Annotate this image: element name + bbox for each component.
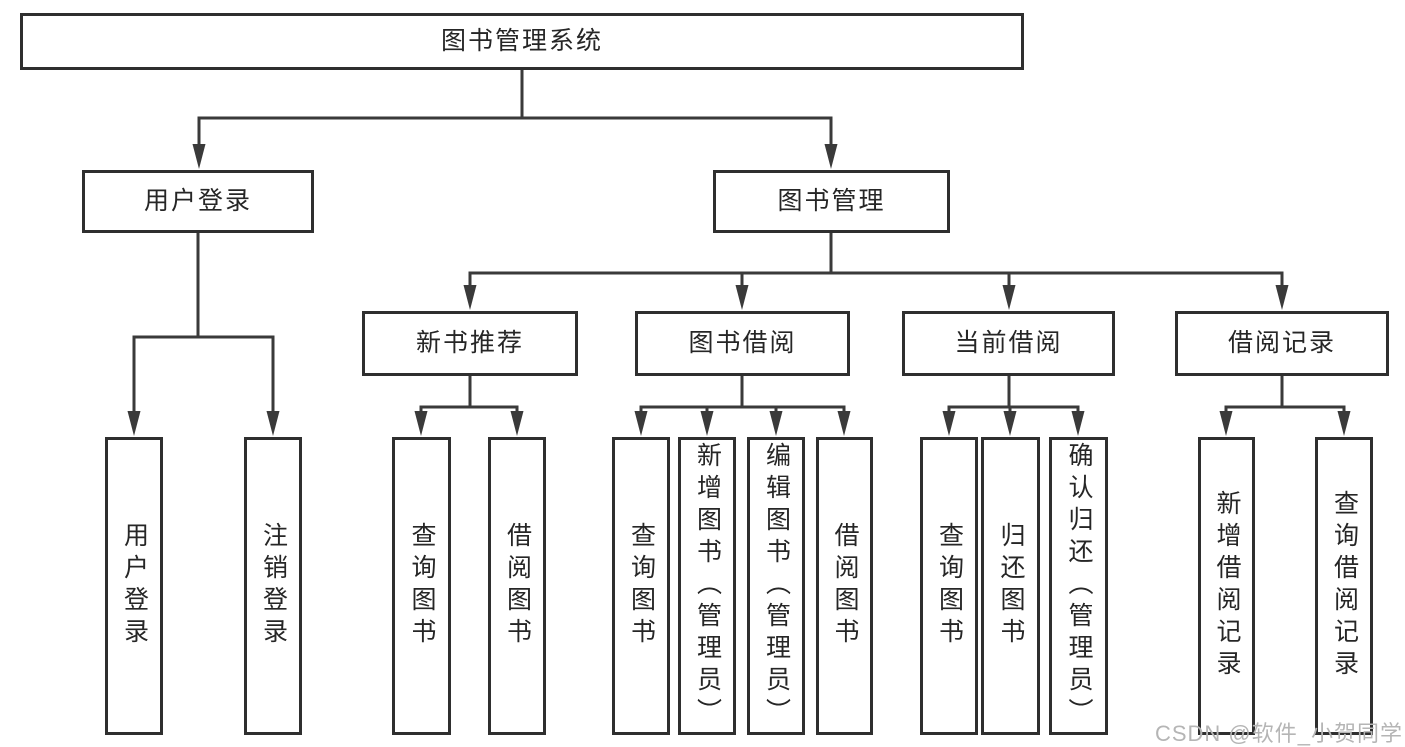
connector-book-borrow-to-leaves [634, 374, 851, 436]
node-user-login: 用户登录 [82, 170, 314, 233]
node-new-book-recommend: 新书推荐 [362, 311, 578, 376]
leaf-records-query-record: 查询借阅记录 [1315, 437, 1373, 735]
leaf-borrow-borrow-books: 借阅图书 [816, 437, 873, 735]
leaf-user-login: 用户登录 [105, 437, 163, 735]
leaf-borrow-query-books: 查询图书 [612, 437, 670, 735]
leaf-borrow-add-books-admin: 新增图书（管理员） [678, 437, 736, 735]
leaf-records-add-record: 新增借阅记录 [1198, 437, 1255, 735]
csdn-watermark: CSDN @软件_小贺同学 [1154, 721, 1403, 746]
connector-root-to-level2 [192, 70, 838, 169]
leaf-recommend-query-books: 查询图书 [392, 437, 451, 735]
leaf-current-confirm-return-admin: 确认归还（管理员） [1049, 437, 1108, 735]
node-book-management: 图书管理 [713, 170, 950, 233]
node-root-library-system: 图书管理系统 [20, 13, 1024, 70]
connector-new-book-recommend-to-leaves [414, 374, 524, 436]
connector-current-borrow-to-leaves [942, 374, 1085, 436]
connector-user-login-to-leaves [127, 231, 280, 436]
leaf-current-query-books: 查询图书 [920, 437, 978, 735]
leaf-current-return-books: 归还图书 [981, 437, 1040, 735]
connector-book-management-to-level3 [463, 231, 1289, 310]
leaf-recommend-borrow-books: 借阅图书 [488, 437, 546, 735]
node-book-borrow: 图书借阅 [635, 311, 850, 376]
connector-borrow-records-to-leaves [1219, 374, 1351, 436]
leaf-logout-login: 注销登录 [244, 437, 302, 735]
leaf-borrow-edit-books-admin: 编辑图书（管理员） [747, 437, 805, 735]
node-current-borrow: 当前借阅 [902, 311, 1115, 376]
node-borrow-records: 借阅记录 [1175, 311, 1389, 376]
